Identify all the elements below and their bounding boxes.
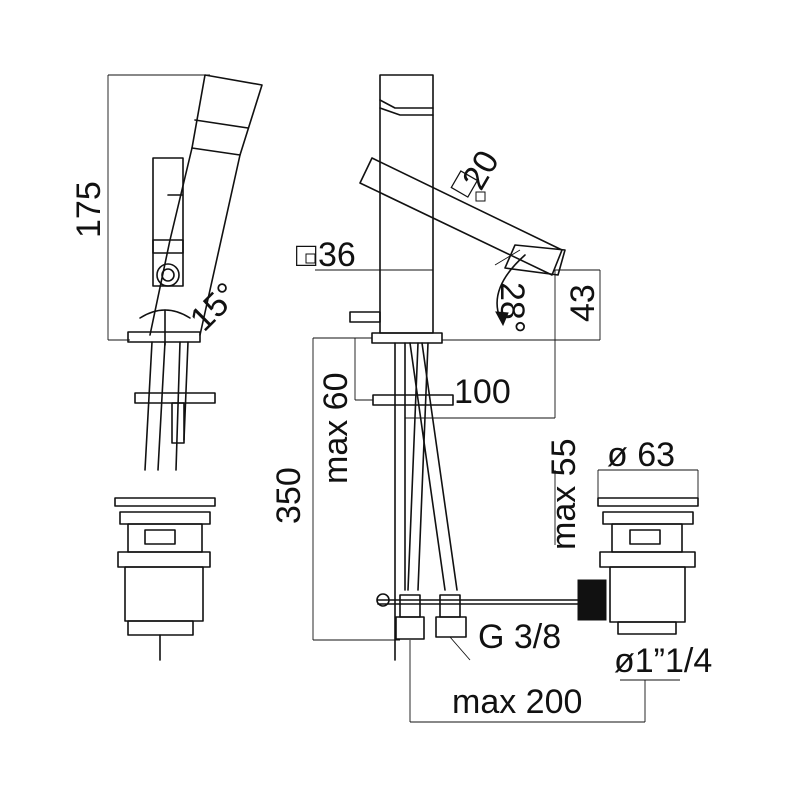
label-43: 43	[564, 284, 602, 322]
label-angle-15: 15°	[183, 275, 246, 338]
label-350: 350	[270, 467, 308, 524]
label-diameter-1-1-4: ø1”1/4	[614, 642, 712, 680]
label-diameter-63: ø 63	[607, 436, 675, 474]
dimension-labels: 175 15° □ 36 □ 20 28° 43 max 60 100 350 …	[70, 144, 712, 721]
label-175: 175	[70, 181, 108, 238]
drain-view	[554, 469, 699, 681]
label-max-200: max 200	[452, 683, 582, 721]
label-angle-28: 28°	[493, 282, 531, 333]
label-max-60: max 60	[317, 373, 355, 485]
side-view	[107, 74, 263, 661]
label-g-3-8: G 3/8	[478, 618, 561, 656]
front-view	[305, 74, 646, 723]
label-100: 100	[454, 373, 511, 411]
label-square-36: 36	[318, 236, 356, 274]
label-max-55: max 55	[545, 439, 583, 551]
label-square-36-symbol: □	[296, 236, 317, 274]
